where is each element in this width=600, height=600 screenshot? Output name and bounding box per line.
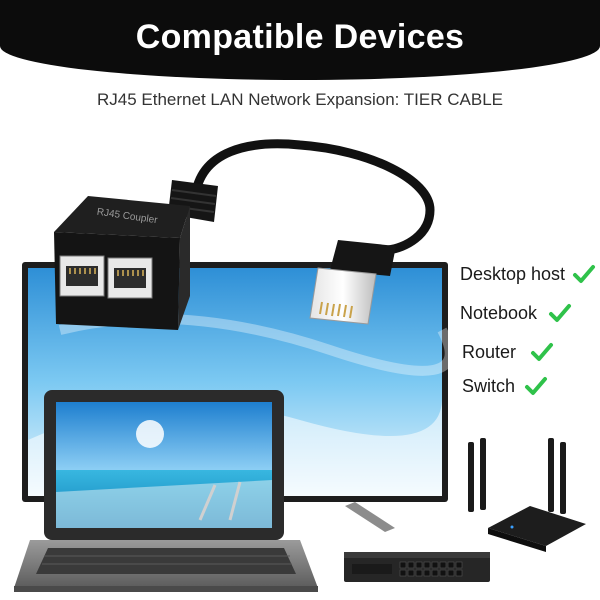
check-icon xyxy=(573,265,595,283)
rj45-plug xyxy=(309,267,377,325)
router-body xyxy=(488,506,586,546)
wifi-router xyxy=(468,438,586,552)
device-label-router: Router xyxy=(462,342,517,362)
check-icon xyxy=(549,304,571,322)
laptop xyxy=(14,390,318,592)
cable-wire xyxy=(190,139,435,255)
router-antenna-1 xyxy=(468,442,474,512)
rj45-coupler: RJ45 Coupler xyxy=(54,196,190,330)
router-antenna-2 xyxy=(480,438,486,510)
header-banner: Compatible Devices xyxy=(0,0,600,80)
check-icon xyxy=(525,377,547,395)
coupler-top xyxy=(54,196,190,238)
device-label-notebook: Notebook xyxy=(460,303,538,323)
router-antenna-3 xyxy=(548,438,554,512)
device-label-desktop-host: Desktop host xyxy=(460,264,566,284)
device-label-switch: Switch xyxy=(462,376,516,396)
page-subtitle: RJ45 Ethernet LAN Network Expansion: TIE… xyxy=(97,90,503,109)
plug-boot xyxy=(330,240,396,276)
router-antenna-4 xyxy=(560,442,566,514)
check-icon xyxy=(531,343,553,361)
page-title: Compatible Devices xyxy=(135,18,465,56)
network-switch xyxy=(344,552,490,582)
tv-stand xyxy=(345,502,395,532)
ethernet-cable xyxy=(168,139,435,325)
coupler-side xyxy=(178,206,190,330)
